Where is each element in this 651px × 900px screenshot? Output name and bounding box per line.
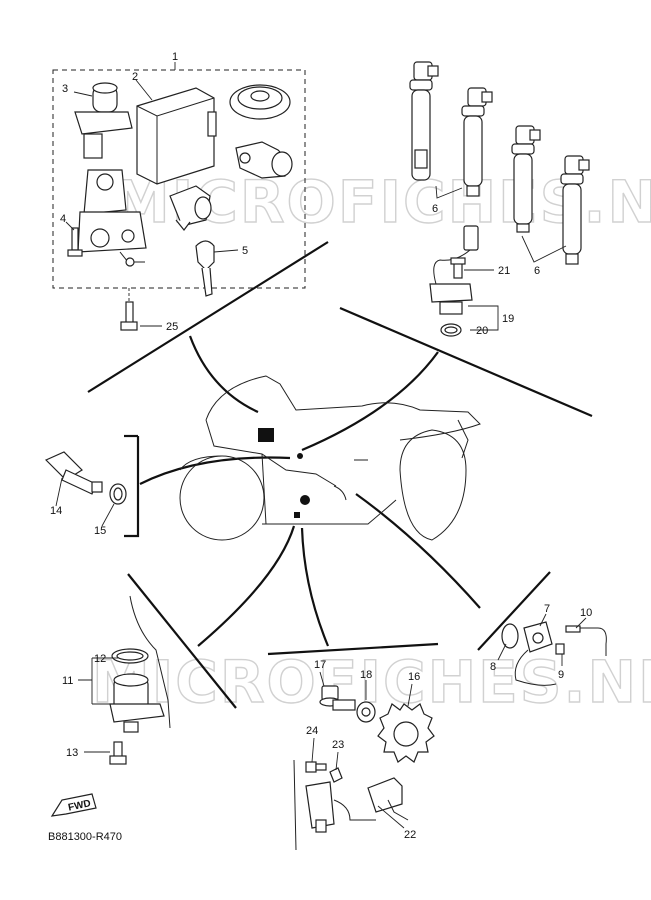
callout-14: 14: [50, 505, 62, 517]
callout-1: 1: [172, 51, 178, 63]
sensor-7-assembly: [497, 613, 607, 686]
callout-6b: 6: [534, 265, 540, 277]
lock-set-box: [52, 69, 306, 289]
clamp-23: [329, 751, 343, 783]
ignition-coil-2: [461, 87, 493, 197]
callout-9: 9: [558, 669, 564, 681]
callout-17: 17: [314, 659, 326, 671]
callout-4: 4: [60, 213, 66, 225]
callout-20: 20: [476, 325, 488, 337]
callout-16: 16: [408, 671, 420, 683]
key: [195, 240, 239, 297]
motorcycle-silhouette: [179, 375, 481, 541]
seat-lock-cylinder: [235, 141, 293, 179]
ignition-coil-4: [560, 155, 590, 265]
callout-22: 22: [404, 829, 416, 841]
lock-set-group: [52, 62, 306, 297]
callout-25: 25: [166, 321, 178, 333]
callout-10: 10: [580, 607, 592, 619]
ignition-coil-1: [409, 61, 439, 181]
ignition-coil-3: [511, 125, 541, 233]
callout-8: 8: [490, 661, 496, 673]
sensor-22: [293, 759, 409, 851]
bolt-25: [120, 288, 162, 331]
callout-23: 23: [332, 739, 344, 751]
sensor-11-assembly: [78, 595, 171, 733]
callout-18: 18: [360, 669, 372, 681]
callout-24: 24: [306, 725, 318, 737]
sensor-14: [44, 451, 103, 507]
callout-3: 3: [62, 83, 68, 95]
leader-lines: [87, 241, 593, 709]
callout-21: 21: [498, 265, 510, 277]
ecu-unit: [135, 79, 217, 185]
fuel-cap-lock: [229, 84, 291, 120]
sprocket-16: [377, 683, 435, 763]
callout-12: 12: [94, 653, 106, 665]
callout-19: 19: [502, 313, 514, 325]
callout-6a: 6: [432, 203, 438, 215]
ignition-coils: [409, 61, 590, 265]
helmet-lock: [169, 185, 212, 231]
diagram-code: B881300-R470: [48, 831, 122, 843]
callout-5: 5: [242, 245, 248, 257]
screw-4: [65, 221, 83, 257]
bolt-17: [319, 671, 356, 711]
callout-2: 2: [132, 71, 138, 83]
marker-square: [258, 428, 274, 442]
bolt-13: [84, 741, 127, 765]
washer-18: [356, 680, 376, 723]
callout-labels: 1 2 3 4 5 6 6 7 8 9 10 11 12 13 14 15 16…: [50, 51, 592, 841]
bolt-24: [305, 737, 327, 773]
callout-7: 7: [544, 603, 550, 615]
callout-13: 13: [66, 747, 78, 759]
callout-11: 11: [62, 675, 73, 687]
main-switch-assembly: [74, 82, 147, 267]
sensor-19-assembly: [429, 225, 499, 337]
fwd-badge: FWD: [50, 793, 97, 817]
gasket-15: [101, 483, 127, 527]
svg-text:FWD: FWD: [67, 798, 92, 813]
callout-15: 15: [94, 525, 106, 537]
